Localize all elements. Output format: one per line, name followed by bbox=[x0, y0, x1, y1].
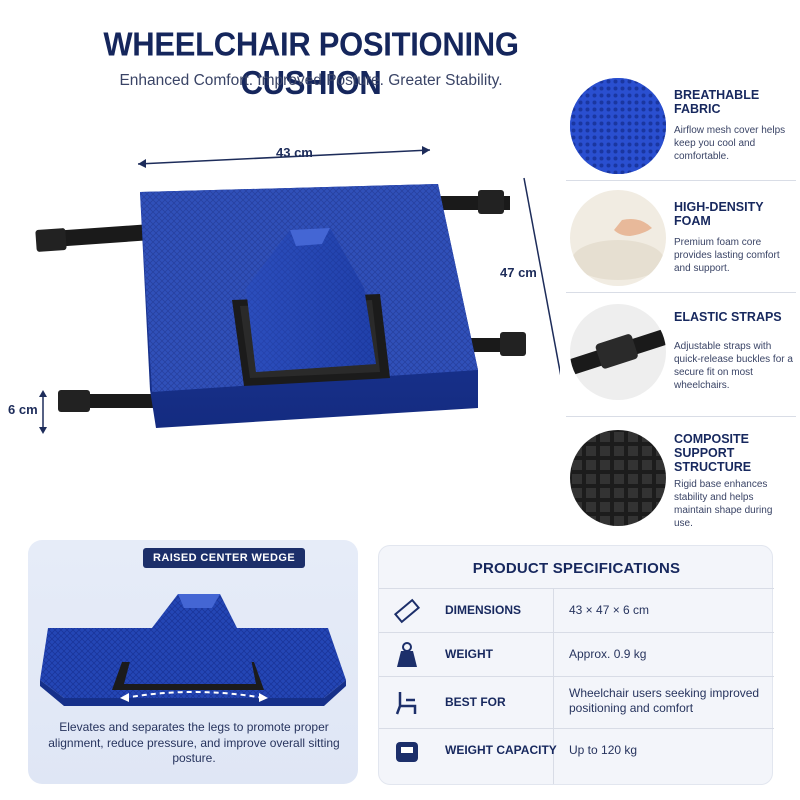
feature-divider bbox=[566, 180, 796, 181]
weight-icon bbox=[393, 641, 421, 669]
spec-row-best-for: BEST FOR Wheelchair users seeking improv… bbox=[379, 676, 774, 728]
cushion-illustration bbox=[35, 146, 563, 434]
feature-divider bbox=[566, 416, 796, 417]
spec-column-divider bbox=[553, 588, 554, 784]
spec-row-dimensions: DIMENSIONS 43 × 47 × 6 cm bbox=[379, 588, 774, 634]
foam-hand-icon bbox=[570, 190, 666, 286]
spec-row-weight-capacity: WEIGHT CAPACITY Up to 120 kg bbox=[379, 728, 774, 774]
ruler-icon bbox=[393, 597, 421, 625]
page-subtitle: Enhanced Comfort. Improved Posture. Grea… bbox=[119, 72, 503, 89]
feature-high-density-foam: HIGH-DENSITY FOAM Premium foam core prov… bbox=[566, 182, 796, 294]
spec-divider bbox=[379, 588, 774, 589]
spec-value: 43 × 47 × 6 cm bbox=[569, 603, 650, 617]
feature-composite-support: COMPOSITE SUPPORT STRUCTURE Rigid base e… bbox=[566, 422, 796, 534]
wedge-feature-panel: RAISED CENTER WEDGE Elevates and separat… bbox=[28, 540, 358, 784]
grid-base-icon bbox=[570, 430, 666, 526]
spec-label: BEST FOR bbox=[445, 695, 506, 709]
product-hero-image: 43 cm 47 cm 6 cm bbox=[0, 110, 563, 530]
spec-divider bbox=[379, 632, 774, 633]
height-dimension-label: 6 cm bbox=[8, 402, 38, 417]
feature-description: Rigid base enhances stability and helps … bbox=[674, 479, 773, 529]
wedge-illustration bbox=[40, 594, 346, 706]
spec-divider bbox=[379, 676, 774, 677]
spec-value: Up to 120 kg bbox=[569, 743, 638, 757]
wheelchair-seat-icon bbox=[393, 688, 421, 716]
feature-title: COMPOSITE SUPPORT STRUCTURE bbox=[674, 432, 752, 474]
feature-title: HIGH-DENSITY FOAM bbox=[674, 200, 764, 228]
mesh-fabric-icon bbox=[570, 78, 666, 174]
feature-elastic-straps: ELASTIC STRAPS Adjustable straps with qu… bbox=[566, 296, 796, 408]
spec-label: DIMENSIONS bbox=[445, 603, 522, 617]
wedge-description: Elevates and separates the legs to promo… bbox=[48, 720, 340, 765]
feature-title: ELASTIC STRAPS bbox=[674, 310, 782, 324]
product-specifications-panel: PRODUCT SPECIFICATIONS DIMENSIONS 43 × 4… bbox=[378, 545, 774, 785]
spec-label: WEIGHT bbox=[445, 647, 493, 661]
buckle-strap-icon bbox=[570, 304, 666, 400]
spec-value: Wheelchair users seeking improved positi… bbox=[569, 686, 760, 715]
feature-divider bbox=[566, 292, 796, 293]
spec-value: Approx. 0.9 kg bbox=[569, 647, 647, 661]
feature-breathable-fabric: BREATHABLE FABRIC Airflow mesh cover hel… bbox=[566, 70, 796, 182]
spec-label: WEIGHT CAPACITY bbox=[445, 743, 557, 757]
scale-icon bbox=[393, 737, 421, 765]
wedge-badge: RAISED CENTER WEDGE bbox=[143, 548, 306, 568]
spec-row-weight: WEIGHT Approx. 0.9 kg bbox=[379, 632, 774, 678]
feature-description: Airflow mesh cover helps keep you cool a… bbox=[674, 125, 786, 162]
width-dimension-label: 43 cm bbox=[276, 145, 313, 160]
feature-title: BREATHABLE FABRIC bbox=[674, 88, 760, 116]
page-title: WHEELCHAIR POSITIONING CUSHION bbox=[103, 25, 519, 102]
depth-dimension-label: 47 cm bbox=[500, 265, 537, 280]
feature-description: Adjustable straps with quick-release buc… bbox=[674, 341, 793, 391]
specs-title: PRODUCT SPECIFICATIONS bbox=[472, 560, 681, 577]
feature-description: Premium foam core provides lasting comfo… bbox=[674, 237, 780, 274]
spec-divider bbox=[379, 728, 774, 729]
